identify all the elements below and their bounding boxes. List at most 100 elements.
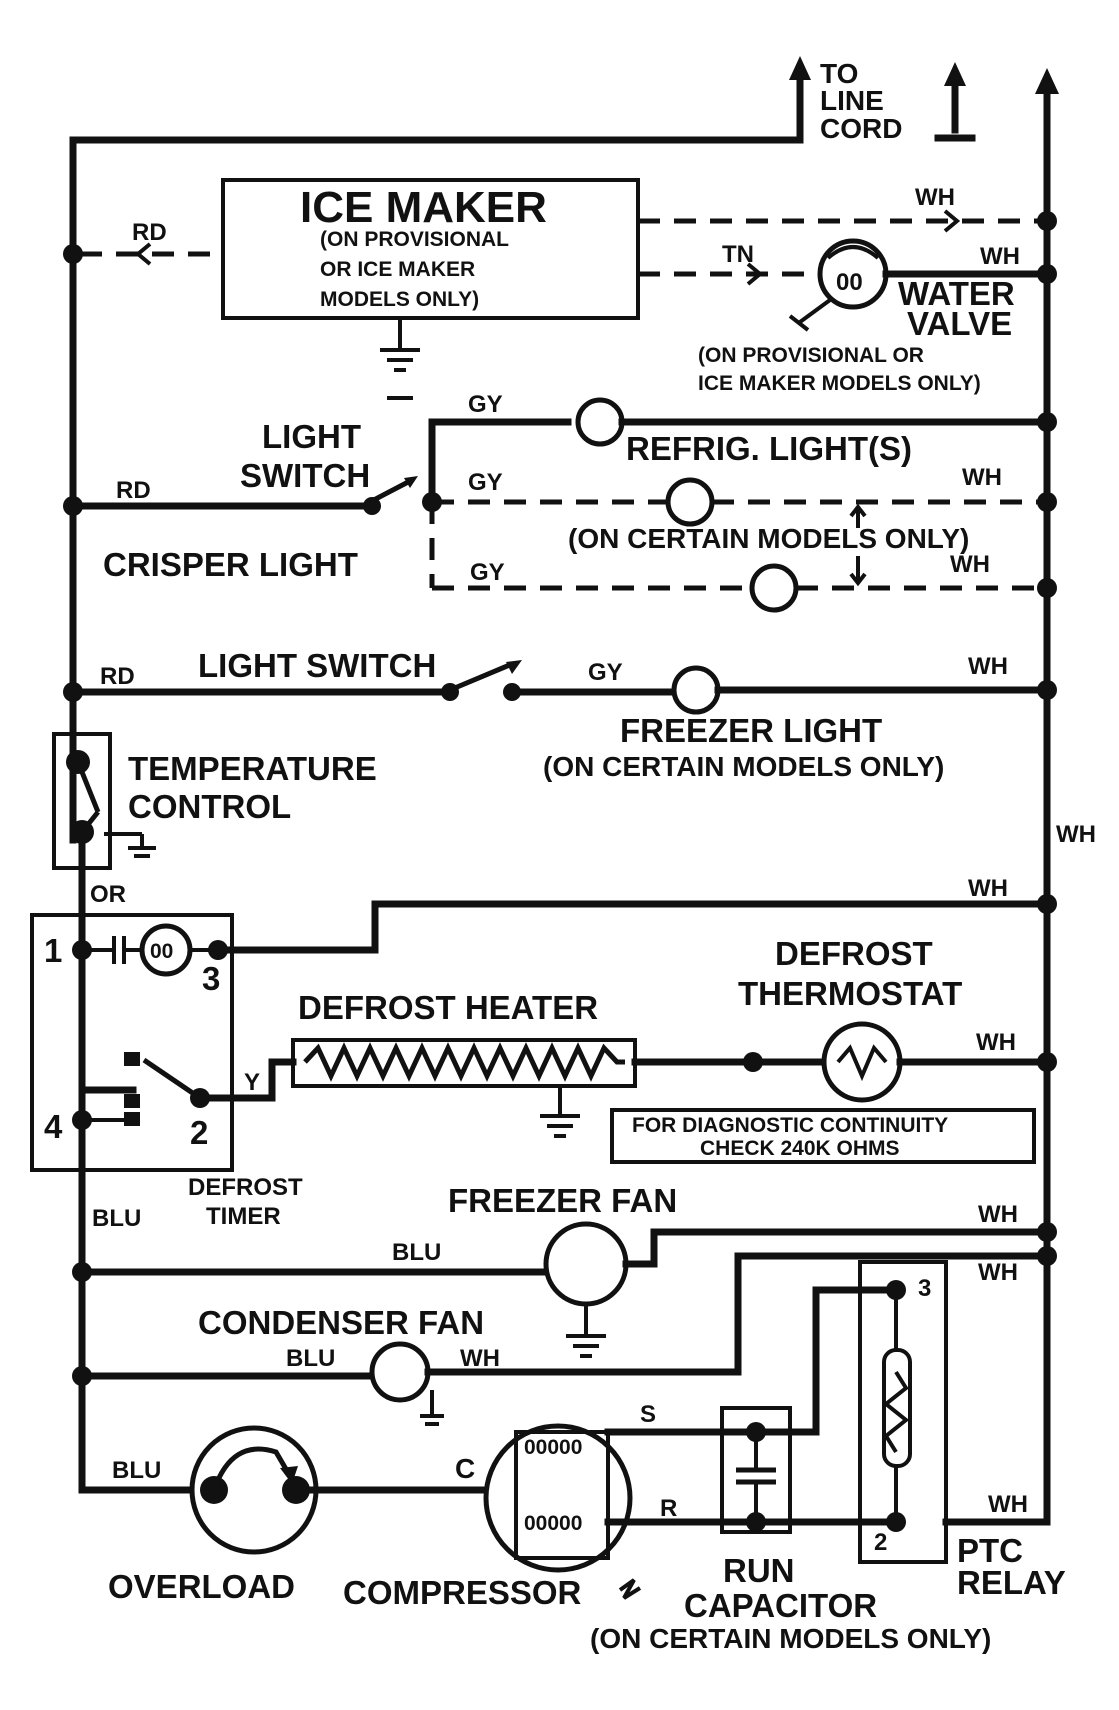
- ground-icon: [128, 846, 156, 858]
- svg-text:RD: RD: [100, 663, 135, 690]
- svg-text:BLU: BLU: [392, 1239, 441, 1266]
- capacitor-icon: [736, 1432, 776, 1522]
- svg-text:DEFROST HEATER: DEFROST HEATER: [298, 989, 598, 1026]
- svg-text:GY: GY: [588, 659, 623, 686]
- switch-icon: [368, 476, 418, 505]
- svg-text:RUN: RUN: [723, 1552, 795, 1589]
- arrow-up-icon: [789, 56, 811, 80]
- svg-text:Y: Y: [244, 1069, 260, 1096]
- switch-icon: [449, 660, 522, 693]
- svg-text:00: 00: [150, 940, 173, 963]
- defrost-timer: 1 3 4 2 00 WH DEFROST TIMER BLU: [30, 836, 1051, 1232]
- svg-text:2: 2: [190, 1114, 208, 1151]
- svg-text:S: S: [640, 1401, 656, 1428]
- defrost-circuit: Y DEFROST HEATER WH DEFROST THERMOSTAT F…: [196, 935, 1051, 1164]
- arrow-up-icon: [944, 62, 966, 86]
- svg-text:WH: WH: [968, 875, 1008, 902]
- svg-text:TO: TO: [820, 58, 858, 89]
- bulb-icon: [575, 397, 625, 447]
- svg-text:(ON CERTAIN MODELS ONLY): (ON CERTAIN MODELS ONLY): [568, 523, 969, 554]
- svg-text:FOR DIAGNOSTIC CONTINUITY: FOR DIAGNOSTIC CONTINUITY: [632, 1114, 948, 1137]
- ice-maker: ICE MAKER (ON PROVISIONAL OR ICE MAKER M…: [80, 178, 1047, 400]
- svg-text:VALVE: VALVE: [907, 305, 1012, 342]
- svg-text:3: 3: [202, 960, 220, 997]
- svg-text:2: 2: [874, 1529, 887, 1556]
- svg-text:TIMER: TIMER: [206, 1203, 281, 1230]
- ptc-relay: 3 2 PTC RELAY: [858, 1260, 1066, 1601]
- svg-text:WH: WH: [915, 184, 955, 211]
- svg-text:DEFROST: DEFROST: [775, 935, 933, 972]
- svg-text:MODELS ONLY): MODELS ONLY): [320, 288, 479, 311]
- svg-text:GY: GY: [468, 469, 503, 496]
- svg-text:GY: GY: [470, 559, 505, 586]
- overload: [189, 1425, 319, 1555]
- svg-text:CRISPER LIGHT: CRISPER LIGHT: [103, 546, 358, 583]
- svg-text:RD: RD: [132, 219, 167, 246]
- svg-text:GY: GY: [468, 391, 503, 418]
- svg-text:(ON CERTAIN MODELS ONLY): (ON CERTAIN MODELS ONLY): [543, 751, 944, 782]
- svg-text:PTC: PTC: [957, 1532, 1023, 1569]
- svg-text:THERMOSTAT: THERMOSTAT: [738, 975, 962, 1012]
- svg-text:3: 3: [918, 1275, 931, 1302]
- svg-text:00: 00: [836, 269, 863, 296]
- compressor: 00000 00000: [483, 1423, 633, 1573]
- svg-text:00000: 00000: [524, 1512, 582, 1535]
- svg-text:BLU: BLU: [112, 1457, 161, 1484]
- svg-text:OR ICE MAKER: OR ICE MAKER: [320, 258, 475, 281]
- svg-text:RD: RD: [116, 477, 151, 504]
- svg-text:OR: OR: [90, 881, 126, 908]
- svg-text:BLU: BLU: [286, 1345, 335, 1372]
- svg-text:TEMPERATURE: TEMPERATURE: [128, 750, 377, 787]
- svg-text:BLU: BLU: [92, 1205, 141, 1232]
- svg-text:SWITCH: SWITCH: [240, 457, 370, 494]
- svg-text:CORD: CORD: [820, 113, 902, 144]
- svg-text:WH: WH: [978, 1201, 1018, 1228]
- to-line-cord-label: TO LINE CORD: [820, 58, 902, 144]
- svg-text:WH: WH: [988, 1491, 1028, 1518]
- svg-text:DEFROST: DEFROST: [188, 1174, 303, 1201]
- bulb-icon: [665, 477, 715, 527]
- ground-icon: [540, 1114, 580, 1138]
- freezer-fan: BLU WH FREEZER FAN: [78, 1086, 1051, 1494]
- freezer-light-circuit: RD LIGHT SWITCH GY WH FREEZER LIGHT (ON …: [69, 647, 1051, 782]
- svg-text:REFRIG. LIGHT(S): REFRIG. LIGHT(S): [626, 430, 912, 467]
- bulb-icon: [671, 665, 721, 715]
- svg-text:CONDENSER FAN: CONDENSER FAN: [198, 1304, 484, 1341]
- svg-text:LIGHT SWITCH: LIGHT SWITCH: [198, 647, 436, 684]
- main-wires: [69, 56, 1059, 1524]
- svg-text:ICE MAKER: ICE MAKER: [300, 183, 547, 232]
- arrow-up-icon: [1035, 68, 1059, 94]
- run-capacitor: RUN CAPACITOR (ON CERTAIN MODELS ONLY): [590, 1406, 991, 1654]
- junction-dots: [63, 211, 1057, 1386]
- refrigerator-light-circuit: RD LIGHT SWITCH GY REFRIG. LIGHT(S) GY W…: [69, 391, 1051, 613]
- bulb-icon: [749, 563, 799, 613]
- svg-text:ICE MAKER MODELS ONLY): ICE MAKER MODELS ONLY): [698, 372, 981, 395]
- motor-icon: 00: [139, 923, 193, 977]
- motor-icon: [543, 1221, 629, 1307]
- svg-text:WH: WH: [1056, 821, 1096, 848]
- svg-text:WH: WH: [962, 464, 1002, 491]
- svg-text:4: 4: [44, 1108, 63, 1145]
- svg-text:WH: WH: [976, 1029, 1016, 1056]
- ground-icon: [566, 1334, 606, 1358]
- ground-icon: [380, 348, 420, 372]
- svg-text:WH: WH: [978, 1259, 1018, 1286]
- svg-text:(ON CERTAIN MODELS ONLY): (ON CERTAIN MODELS ONLY): [590, 1623, 991, 1654]
- svg-text:RELAY: RELAY: [957, 1564, 1066, 1601]
- svg-text:FREEZER FAN: FREEZER FAN: [448, 1182, 677, 1219]
- svg-text:1: 1: [44, 932, 62, 969]
- condenser-fan: BLU WH WH CONDENSER FAN: [78, 1252, 1051, 1426]
- svg-text:WH: WH: [980, 243, 1020, 270]
- svg-text:(ON PROVISIONAL OR: (ON PROVISIONAL OR: [698, 344, 924, 367]
- motor-icon: [369, 1341, 431, 1403]
- svg-text:LINE: LINE: [820, 85, 884, 116]
- switch-icon: [142, 1057, 202, 1101]
- ground-icon: [420, 1414, 444, 1426]
- svg-text:C: C: [455, 1453, 475, 1484]
- svg-text:R: R: [660, 1495, 677, 1522]
- svg-text:CHECK 240K OHMS: CHECK 240K OHMS: [700, 1137, 900, 1160]
- svg-text:CONTROL: CONTROL: [128, 788, 291, 825]
- compressor-circuit: BLU C OVERLOAD 00000 00000 COMPRESSOR S …: [78, 821, 1096, 1654]
- water-valve: 00 WH WATER VALVE (ON PROVISIONAL OR ICE…: [698, 238, 1051, 395]
